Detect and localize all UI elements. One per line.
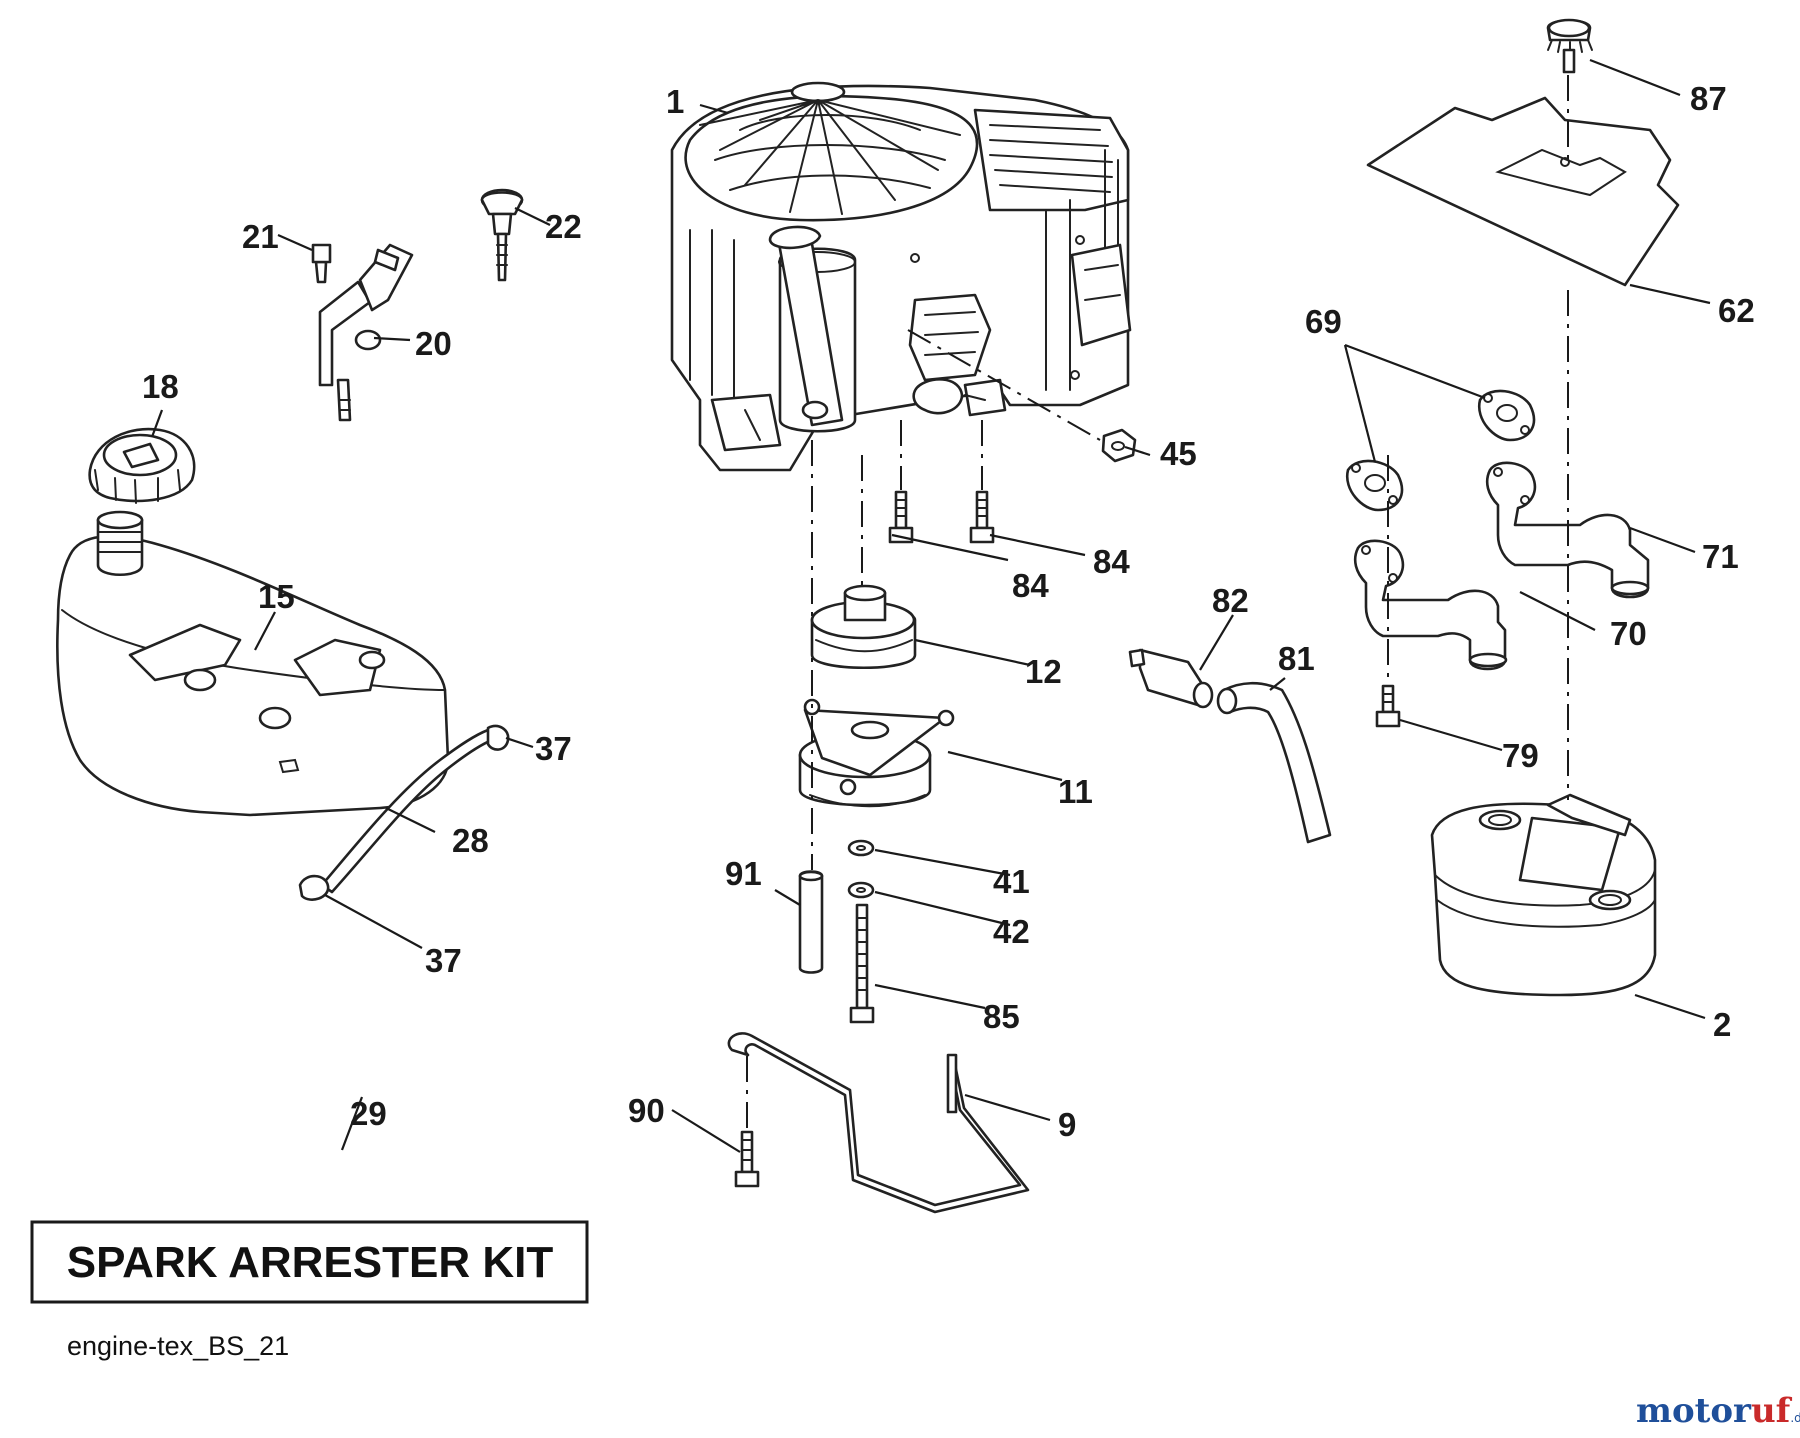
callout-69: 69 — [1305, 303, 1342, 340]
callout-2: 2 — [1713, 1006, 1731, 1043]
callout-87: 87 — [1690, 80, 1727, 117]
callout-22: 22 — [545, 208, 582, 245]
link-rod — [727, 1032, 1030, 1214]
engine — [670, 81, 1132, 472]
screw — [1546, 18, 1593, 74]
leader-lines — [150, 58, 1711, 1153]
callout-21: 21 — [242, 218, 279, 255]
callout-84-right: 84 — [1093, 543, 1130, 580]
choke-knob — [480, 188, 524, 282]
drawing-id: engine-tex_BS_21 — [67, 1331, 289, 1361]
callout-82: 82 — [1212, 582, 1249, 619]
spark-arrester-kit-box: SPARK ARRESTER KIT — [30, 1220, 589, 1304]
watermark-text: motoruf.de — [1636, 1391, 1800, 1431]
callout-85: 85 — [983, 998, 1020, 1035]
callouts: 1 2 9 11 12 15 18 20 21 22 28 29 37 37 4… — [142, 80, 1755, 1143]
clutch-bolt — [849, 903, 875, 1024]
heat-shield — [1366, 96, 1680, 287]
callout-11: 11 — [1058, 773, 1093, 810]
rod-bolt — [734, 1130, 760, 1188]
pto-clutch — [798, 698, 955, 808]
nut — [1101, 428, 1137, 463]
callout-18: 18 — [142, 368, 179, 405]
breather-fitting — [1128, 648, 1214, 709]
callout-28: 28 — [452, 822, 489, 859]
watermark-logo: motoruf.de — [1636, 1391, 1800, 1431]
callout-79: 79 — [1502, 737, 1539, 774]
spacer-tube — [798, 870, 824, 974]
fuel-tank — [56, 510, 450, 817]
kit-label: SPARK ARRESTER KIT — [67, 1238, 554, 1287]
lock-washer — [847, 881, 875, 899]
callout-20: 20 — [415, 325, 452, 362]
callout-71: 71 — [1702, 538, 1739, 575]
assembly-lines — [746, 75, 1569, 1128]
callout-12: 12 — [1025, 653, 1062, 690]
throttle-bracket — [311, 243, 414, 422]
callout-62: 62 — [1718, 292, 1755, 329]
callout-84-left: 84 — [1012, 567, 1049, 604]
callout-90: 90 — [628, 1092, 665, 1129]
callout-9: 9 — [1058, 1106, 1076, 1143]
callout-91: 91 — [725, 855, 762, 892]
callout-42: 42 — [993, 913, 1030, 950]
callout-45: 45 — [1160, 435, 1197, 472]
exhaust-gasket — [1345, 459, 1404, 512]
callout-70: 70 — [1610, 615, 1647, 652]
muffler — [1430, 793, 1657, 997]
callout-15: 15 — [258, 578, 295, 615]
washer — [847, 839, 875, 857]
pulley — [810, 584, 917, 670]
callout-37-top: 37 — [535, 730, 572, 767]
callout-41: 41 — [993, 863, 1030, 900]
fuel-cap — [88, 427, 196, 504]
callout-29: 29 — [350, 1095, 387, 1132]
callout-1: 1 — [666, 83, 684, 120]
exhaust-gasket — [1477, 389, 1536, 442]
breather-tube — [1216, 681, 1332, 844]
muffler-bolt — [1375, 684, 1401, 728]
engine-bolt — [969, 490, 995, 544]
exhaust-pipe — [1353, 539, 1508, 671]
callout-81: 81 — [1278, 640, 1315, 677]
callout-37-bottom: 37 — [425, 942, 462, 979]
